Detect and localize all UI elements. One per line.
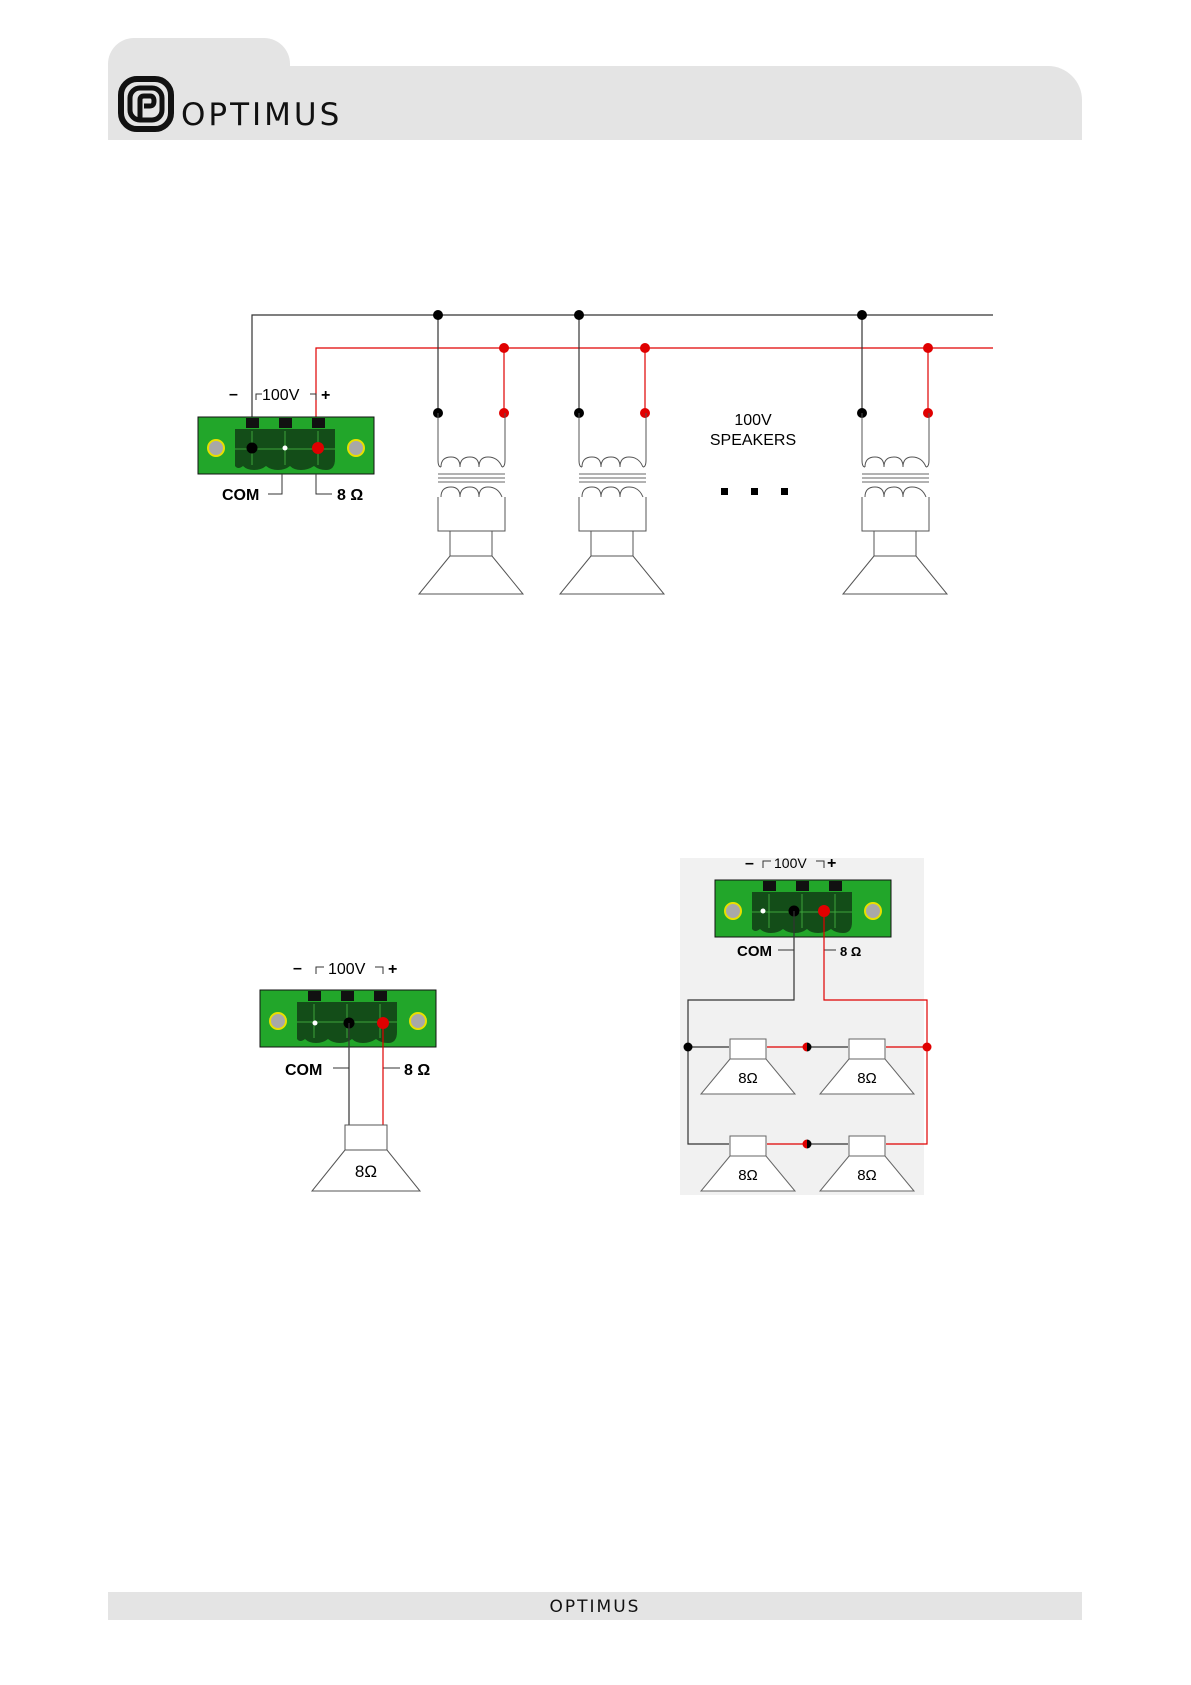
svg-text:8Ω: 8Ω (738, 1070, 758, 1087)
svg-text:100V: 100V (262, 387, 300, 404)
terminal-block-left: – 100V + COM 8 Ω (260, 960, 436, 1079)
speaker-8ohm-single: 8Ω (312, 1125, 420, 1191)
ellipsis-dots (721, 488, 788, 495)
speaker-branch-3 (843, 310, 947, 594)
svg-text:100V: 100V (774, 855, 807, 871)
svg-text:8 Ω: 8 Ω (337, 487, 363, 504)
speaker-branch-2 (560, 310, 664, 594)
svg-text:COM: COM (737, 943, 772, 960)
terminal-block-top: – 100V + COM 8 Ω (198, 386, 374, 504)
speakers-label-line2: SPEAKERS (710, 432, 796, 449)
svg-text:8Ω: 8Ω (738, 1167, 758, 1184)
svg-text:–: – (745, 855, 754, 872)
svg-text:8Ω: 8Ω (355, 1162, 377, 1181)
svg-text:100V: 100V (328, 961, 366, 978)
speakers-label-line1: 100V (734, 412, 772, 429)
diagram-single-8ohm: – 100V + COM 8 Ω 8Ω (260, 960, 436, 1191)
footer-brand: OPTIMUS (108, 1597, 1082, 1617)
svg-text:+: + (321, 387, 330, 404)
svg-text:8 Ω: 8 Ω (404, 1062, 430, 1079)
speaker-branch-1 (419, 310, 523, 594)
svg-text:8Ω: 8Ω (857, 1070, 877, 1087)
diagram-100v-line: – 100V + COM 8 Ω (198, 310, 993, 594)
svg-text:–: – (293, 960, 302, 977)
svg-text:8 Ω: 8 Ω (840, 944, 861, 959)
svg-text:+: + (388, 961, 397, 978)
svg-text:8Ω: 8Ω (857, 1167, 877, 1184)
svg-text:COM: COM (285, 1062, 322, 1079)
diagram-four-8ohm: – 100V + COM 8 Ω 8Ω (680, 855, 932, 1195)
svg-text:COM: COM (222, 487, 259, 504)
svg-text:–: – (229, 386, 238, 403)
svg-text:+: + (827, 855, 836, 872)
footer-bar: OPTIMUS (108, 1592, 1082, 1620)
